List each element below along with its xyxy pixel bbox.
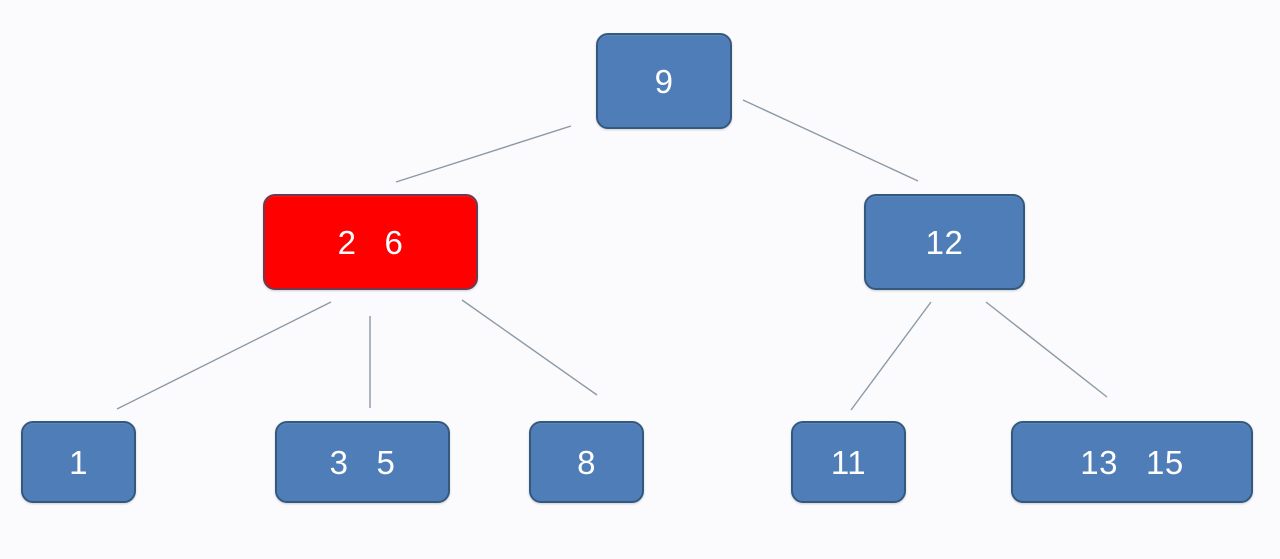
node-key: 12: [925, 223, 964, 261]
node-key: 8: [577, 443, 596, 481]
edge-root-to-left-child: [395, 125, 572, 183]
node-key: 3: [329, 443, 349, 481]
node-key: 2: [337, 223, 357, 261]
node-key: 9: [654, 62, 674, 100]
edge-right-child-to-leaf-4: [850, 301, 932, 411]
node-key: 1: [69, 443, 88, 481]
node-key: 13: [1080, 443, 1118, 481]
edge-root-to-right-child: [742, 99, 919, 182]
internal-node-highlighted: 2 6: [263, 194, 478, 290]
leaf-node: 11: [791, 421, 906, 503]
node-key: 5: [376, 443, 396, 481]
edge-right-child-to-leaf-5: [985, 301, 1108, 398]
edge-left-child-to-leaf-1: [116, 301, 332, 410]
leaf-node: 13 15: [1011, 421, 1253, 503]
edge-left-child-to-leaf-3: [461, 299, 598, 396]
leaf-node: 3 5: [275, 421, 450, 503]
node-key: 15: [1146, 443, 1184, 481]
leaf-node: 8: [529, 421, 644, 503]
root-node: 9: [596, 33, 732, 129]
node-key: 11: [830, 443, 867, 481]
node-key: 6: [384, 223, 404, 261]
leaf-node: 1: [21, 421, 136, 503]
internal-node: 12: [864, 194, 1025, 290]
